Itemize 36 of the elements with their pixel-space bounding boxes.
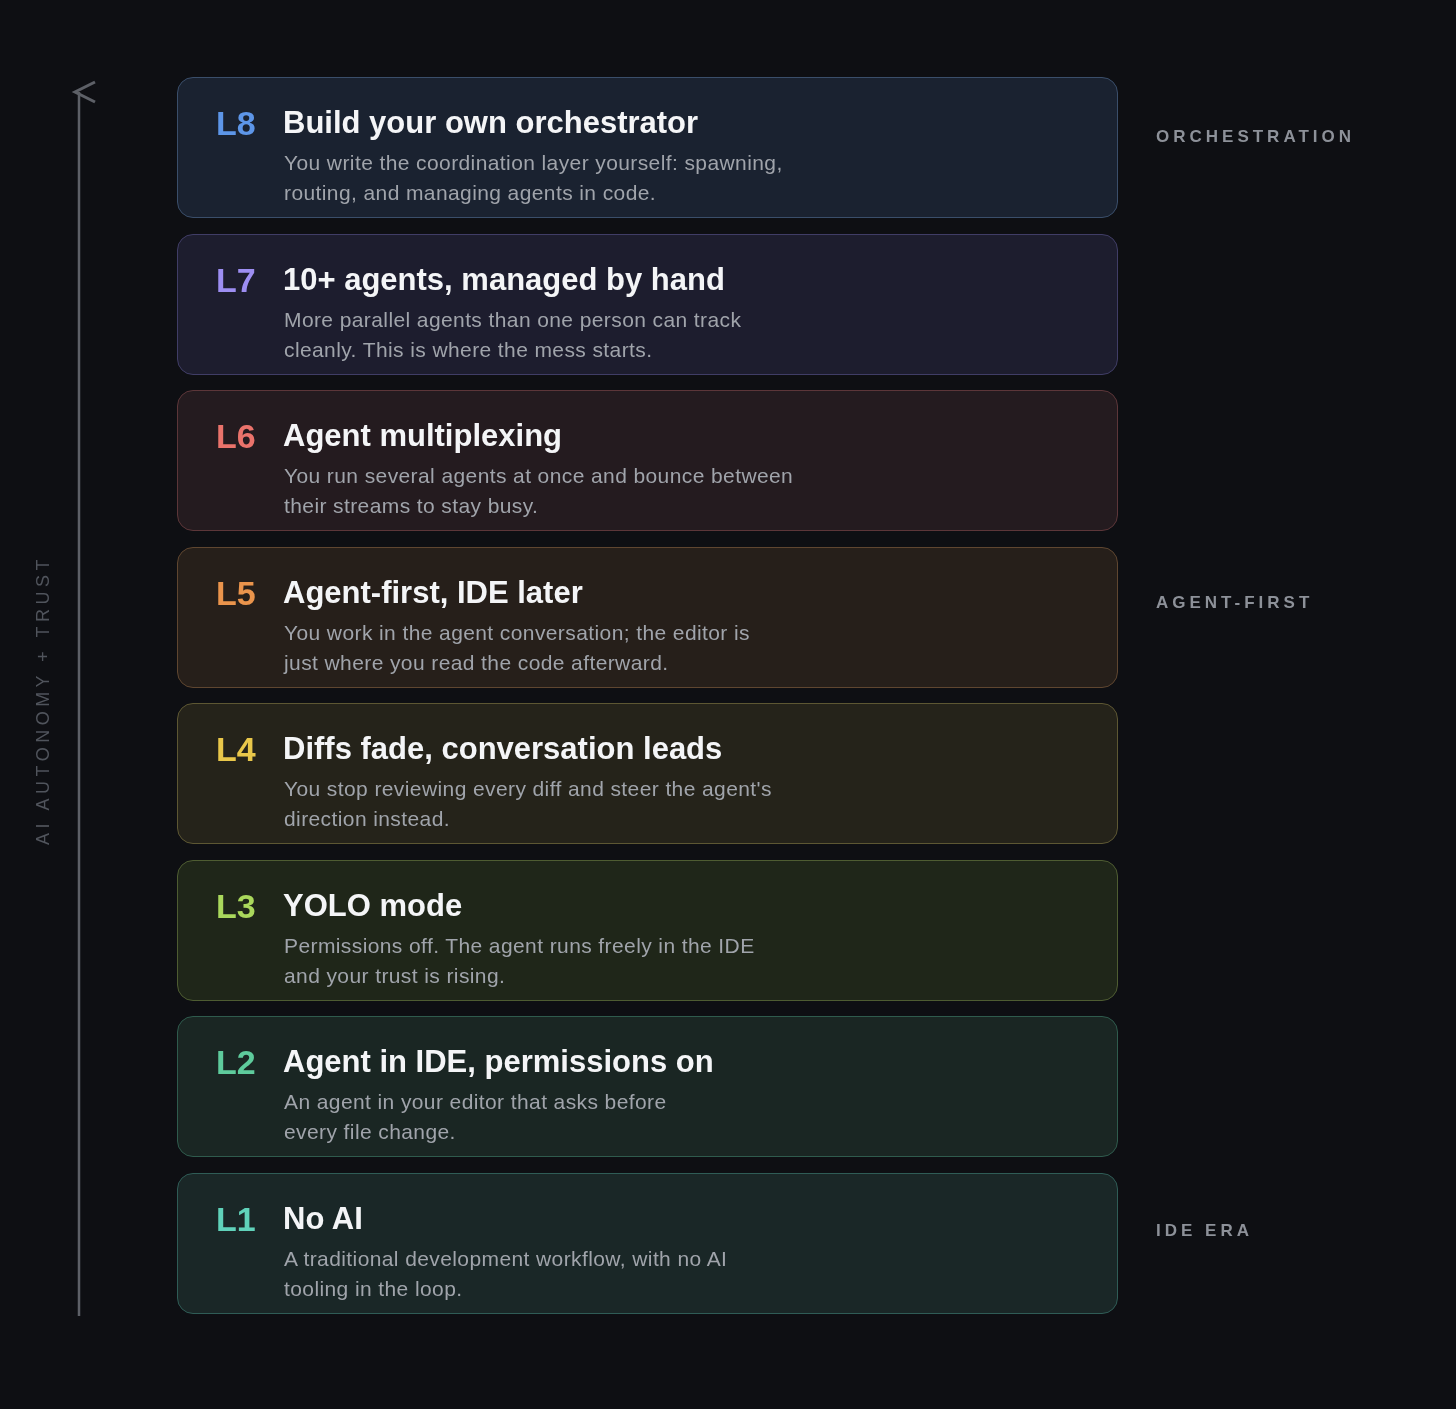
level-description: A traditional development workflow, with no AI tooling in the loop. <box>284 1245 729 1302</box>
level-title: Agent in IDE, permissions on <box>283 1043 714 1081</box>
level-title: Agent multiplexing <box>283 417 562 455</box>
level-title: Diffs fade, conversation leads <box>283 730 723 768</box>
level-title: No AI <box>283 1199 363 1238</box>
level-description: You stop reviewing every diff and steer the agent's direction instead. <box>284 776 773 832</box>
axis-label: AI AUTONOMY + TRUST <box>32 555 54 846</box>
level-description: More parallel agents than one person can track cleanly. This is where the mess starts. <box>284 306 743 363</box>
level-card <box>177 233 1118 375</box>
level-description: You work in the agent conversation; the editor is just where you read the code afterward. <box>284 619 751 676</box>
level-card <box>177 546 1118 688</box>
level-card <box>177 77 1118 218</box>
level-title: Agent-first, IDE later <box>283 573 583 612</box>
level-description: You run several agents at once and bounce between their streams to stay busy. <box>284 463 795 519</box>
level-title: Build your own orchestrator <box>283 104 699 142</box>
level-number: L1 <box>216 1199 256 1238</box>
level-card <box>177 859 1118 1001</box>
level-card <box>177 390 1118 531</box>
era-label: IDE ERA <box>1156 1220 1253 1242</box>
level-number: L8 <box>216 104 256 142</box>
level-number: L6 <box>216 417 256 455</box>
level-card <box>177 1172 1118 1314</box>
level-title: YOLO mode <box>283 886 463 925</box>
level-number: L3 <box>216 886 256 925</box>
era-label: AGENT-FIRST <box>1156 592 1314 614</box>
level-card <box>177 703 1118 844</box>
level-description: An agent in your editor that asks before every file change. <box>284 1089 668 1145</box>
level-number: L5 <box>216 573 256 612</box>
level-description: Permissions off. The agent runs freely in the IDE and your trust is rising. <box>284 932 756 989</box>
era-label: ORCHESTRATION <box>1156 126 1355 148</box>
level-number: L2 <box>216 1043 256 1081</box>
level-card <box>177 1016 1118 1157</box>
level-title: 10+ agents, managed by hand <box>283 260 725 299</box>
level-description: You write the coordination layer yourself: spawning, routing, and managing agents in code. <box>284 150 784 206</box>
level-number: L4 <box>216 730 256 768</box>
level-number: L7 <box>216 260 256 299</box>
